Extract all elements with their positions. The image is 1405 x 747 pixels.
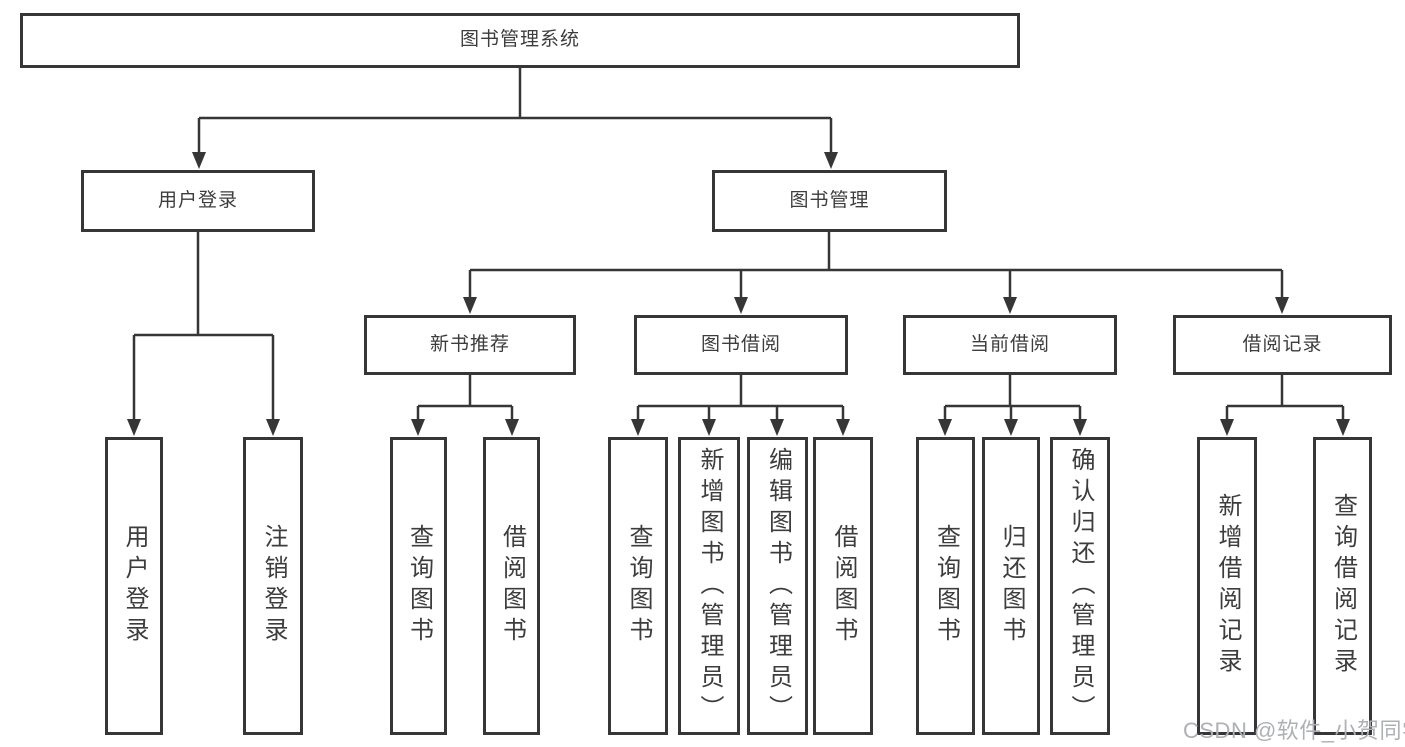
arrowhead-down-icon (702, 419, 716, 436)
arrowhead-down-icon (734, 297, 748, 314)
node-label-leaf-edit-book-admin: 编辑图书（管理员） (764, 446, 792, 726)
node-leaf-query-borrow-record: 查询借阅记录 (1313, 437, 1372, 735)
node-leaf-add-book-admin: 新增图书（管理员） (678, 437, 740, 735)
node-book-management-branch: 图书管理 (712, 170, 947, 232)
node-label-leaf-borrow-book-recommend: 借阅图书 (498, 524, 526, 648)
arrowhead-down-icon (463, 297, 477, 314)
arrowhead-down-icon (938, 419, 952, 436)
node-root: 图书管理系统 (20, 13, 1020, 68)
arrowhead-down-icon (1220, 419, 1234, 436)
arrowhead-down-icon (266, 419, 280, 436)
arrowhead-down-icon (1073, 419, 1087, 436)
node-label-user-login-branch: 用户登录 (157, 189, 238, 211)
arrowhead-down-icon (836, 419, 850, 436)
node-label-leaf-add-book-admin: 新增图书（管理员） (696, 446, 723, 726)
arrowhead-down-icon (1275, 297, 1289, 314)
node-label-leaf-query-book-recommend: 查询图书 (405, 524, 433, 648)
node-leaf-logout: 注销登录 (243, 437, 303, 735)
node-leaf-confirm-return-admin: 确认归还（管理员） (1050, 437, 1110, 735)
node-leaf-edit-book-admin: 编辑图书（管理员） (747, 437, 808, 735)
node-label-new-book-recommend: 新书推荐 (429, 333, 510, 355)
node-label-leaf-return-book: 归还图书 (998, 524, 1025, 648)
arrowhead-down-icon (1004, 419, 1018, 436)
arrowhead-down-icon (824, 152, 838, 169)
node-label-leaf-add-borrow-record: 新增借阅记录 (1214, 493, 1241, 679)
node-leaf-query-book-recommend: 查询图书 (390, 437, 447, 735)
node-borrow-record: 借阅记录 (1173, 315, 1392, 375)
node-label-leaf-query-borrow-record: 查询借阅记录 (1329, 493, 1357, 679)
node-leaf-borrow-book-recommend: 借阅图书 (483, 437, 540, 735)
node-leaf-query-book-borrow: 查询图书 (608, 437, 668, 735)
watermark: CSDN @软件_小贺同学 (1183, 718, 1405, 743)
node-label-leaf-user-login: 用户登录 (121, 524, 148, 648)
arrowhead-down-icon (505, 419, 519, 436)
arrowhead-down-icon (631, 419, 645, 436)
node-label-leaf-confirm-return-admin: 确认归还（管理员） (1067, 446, 1094, 726)
node-user-login-branch: 用户登录 (81, 170, 315, 232)
node-current-borrow: 当前借阅 (903, 315, 1117, 375)
node-label-borrow-record: 借阅记录 (1242, 333, 1323, 355)
arrowhead-down-icon (1003, 297, 1017, 314)
node-new-book-recommend: 新书推荐 (364, 315, 576, 375)
node-label-leaf-logout: 注销登录 (260, 524, 287, 648)
node-label-leaf-borrow-book: 借阅图书 (830, 524, 857, 648)
node-leaf-borrow-book: 借阅图书 (813, 437, 873, 735)
arrowhead-down-icon (770, 419, 784, 436)
node-leaf-add-borrow-record: 新增借阅记录 (1197, 437, 1257, 735)
node-book-borrow: 图书借阅 (634, 315, 848, 375)
arrowhead-down-icon (411, 419, 425, 436)
arrowhead-down-icon (192, 152, 206, 169)
node-leaf-user-login: 用户登录 (105, 437, 163, 735)
node-label-leaf-query-book-borrow: 查询图书 (625, 524, 652, 648)
arrowhead-down-icon (1336, 419, 1350, 436)
arrowhead-down-icon (127, 419, 141, 436)
node-label-book-borrow: 图书借阅 (700, 333, 781, 355)
node-label-root: 图书管理系统 (459, 29, 580, 51)
node-leaf-return-book: 归还图书 (982, 437, 1040, 735)
node-label-current-borrow: 当前借阅 (969, 333, 1050, 355)
node-label-leaf-query-book-current: 查询图书 (932, 524, 960, 648)
node-leaf-query-book-current: 查询图书 (916, 437, 975, 735)
node-label-book-management-branch: 图书管理 (789, 189, 870, 211)
